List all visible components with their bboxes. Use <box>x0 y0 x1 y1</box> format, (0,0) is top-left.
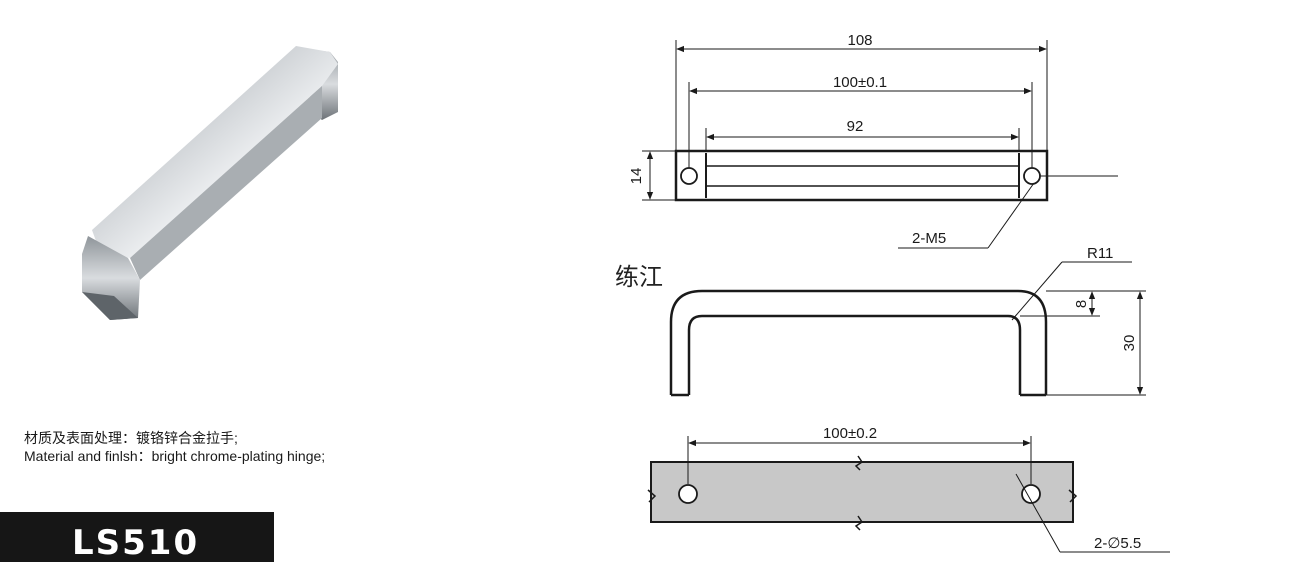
dim-radius: R11 <box>1087 245 1113 262</box>
model-label-background <box>0 512 274 562</box>
mounting-plate <box>647 455 1078 531</box>
side-view <box>669 289 1048 397</box>
dim-width: 14 <box>628 168 645 185</box>
dim-plate-hole-dia: 2-∅5.5 <box>1094 535 1141 552</box>
dim-plate-hole-spacing: 100±0.2 <box>823 425 877 442</box>
top-view <box>674 149 1049 202</box>
material-spec-chinese: 材质及表面处理：镀铬锌合金拉手; <box>24 430 238 446</box>
dim-thickness: 8 <box>1073 300 1090 308</box>
dim-height: 30 <box>1121 335 1138 352</box>
dim-hole-spacing: 100±0.1 <box>833 74 887 91</box>
model-number: LS510 <box>72 523 200 563</box>
material-spec-english: Material and finlsh：bright chrome-platin… <box>24 448 326 464</box>
brand-watermark: 练江 <box>615 263 663 291</box>
dim-overall-length: 108 <box>847 32 872 49</box>
handle-photo-icon <box>82 46 338 320</box>
dim-inner-length: 92 <box>847 118 864 135</box>
dim-thread: 2-M5 <box>912 230 946 247</box>
